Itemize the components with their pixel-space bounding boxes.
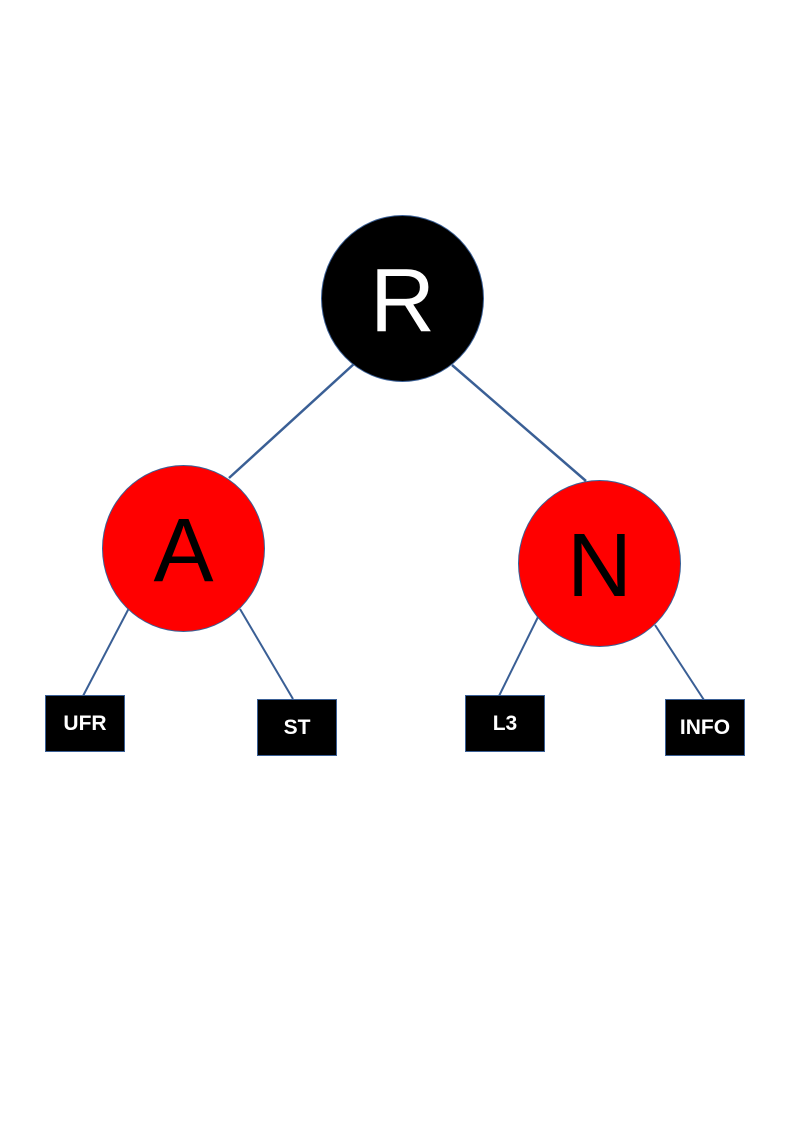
edge-n-info	[654, 624, 705, 701]
node-label-root: R	[370, 250, 435, 351]
tree-node-right: N	[518, 480, 681, 647]
leaf-label-info: INFO	[679, 715, 731, 739]
leaf-label-ufr: UFR	[63, 711, 107, 735]
edge-a-ufr	[82, 607, 130, 697]
leaf-node-ufr: UFR	[45, 695, 125, 752]
edge-r-n	[451, 364, 587, 482]
node-label-right: N	[567, 515, 632, 616]
leaf-label-st: ST	[283, 715, 311, 739]
tree-node-root: R	[321, 215, 484, 382]
node-label-left: A	[153, 500, 214, 601]
leaf-node-info: INFO	[665, 699, 745, 756]
leaf-node-st: ST	[257, 699, 337, 756]
leaf-label-l3: L3	[492, 711, 518, 735]
edge-a-st	[239, 608, 294, 700]
leaf-node-l3: L3	[465, 695, 545, 752]
edge-n-l3	[498, 616, 539, 697]
edge-r-a	[228, 362, 356, 479]
tree-node-left: A	[102, 465, 265, 632]
